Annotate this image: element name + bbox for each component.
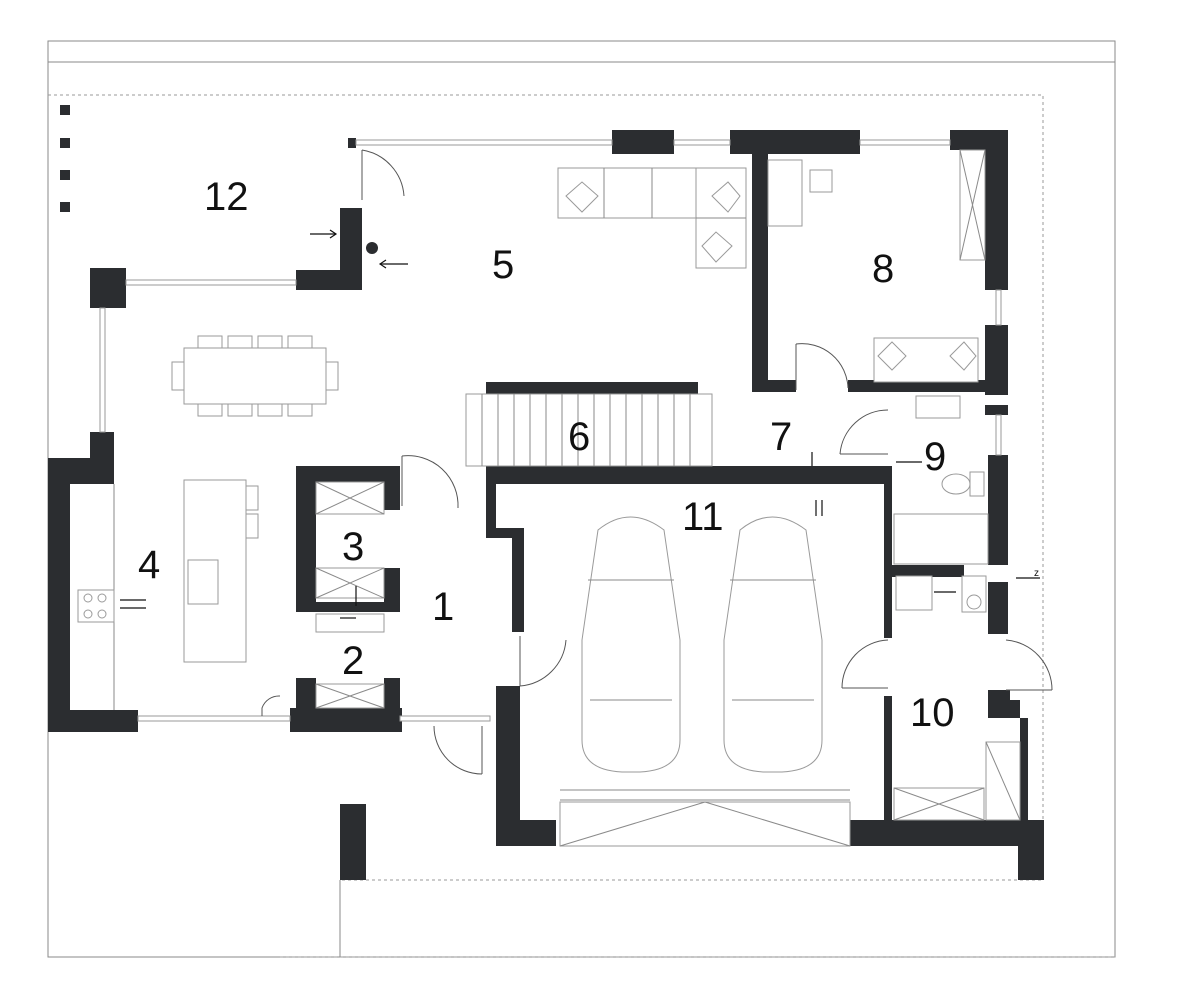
room-label-7: 7 — [770, 415, 792, 459]
walls — [48, 130, 1044, 880]
installation-arrows — [120, 229, 1040, 619]
garage-cars — [559, 516, 851, 847]
room-label-1: 1 — [432, 585, 454, 629]
terrace-posts — [60, 105, 70, 212]
room-label-3: 3 — [342, 525, 364, 569]
staircase — [465, 393, 713, 467]
room-label-6: 6 — [568, 415, 590, 459]
dining-table — [171, 335, 339, 417]
room-label-12: 12 — [204, 175, 249, 219]
room-label-2: 2 — [342, 639, 364, 683]
room-label-10: 10 — [910, 691, 955, 735]
wardrobes — [315, 481, 385, 709]
room-label-11: 11 — [682, 495, 724, 539]
bedroom-furniture — [767, 149, 986, 383]
windows — [99, 139, 1002, 722]
room-label-4: 4 — [138, 543, 160, 587]
room-label-5: 5 — [492, 243, 514, 287]
room-label-9: 9 — [924, 435, 946, 479]
utility-furniture — [893, 575, 1021, 821]
doors — [261, 149, 1053, 775]
room-labels: 1 2 3 4 5 6 7 8 9 10 11 12 z — [138, 175, 1039, 735]
living-sofa — [557, 167, 747, 269]
water-inlet-label: z — [1034, 568, 1039, 579]
bathroom-furniture — [893, 395, 989, 565]
kitchen-furniture — [77, 479, 259, 710]
room-label-8: 8 — [872, 247, 894, 291]
